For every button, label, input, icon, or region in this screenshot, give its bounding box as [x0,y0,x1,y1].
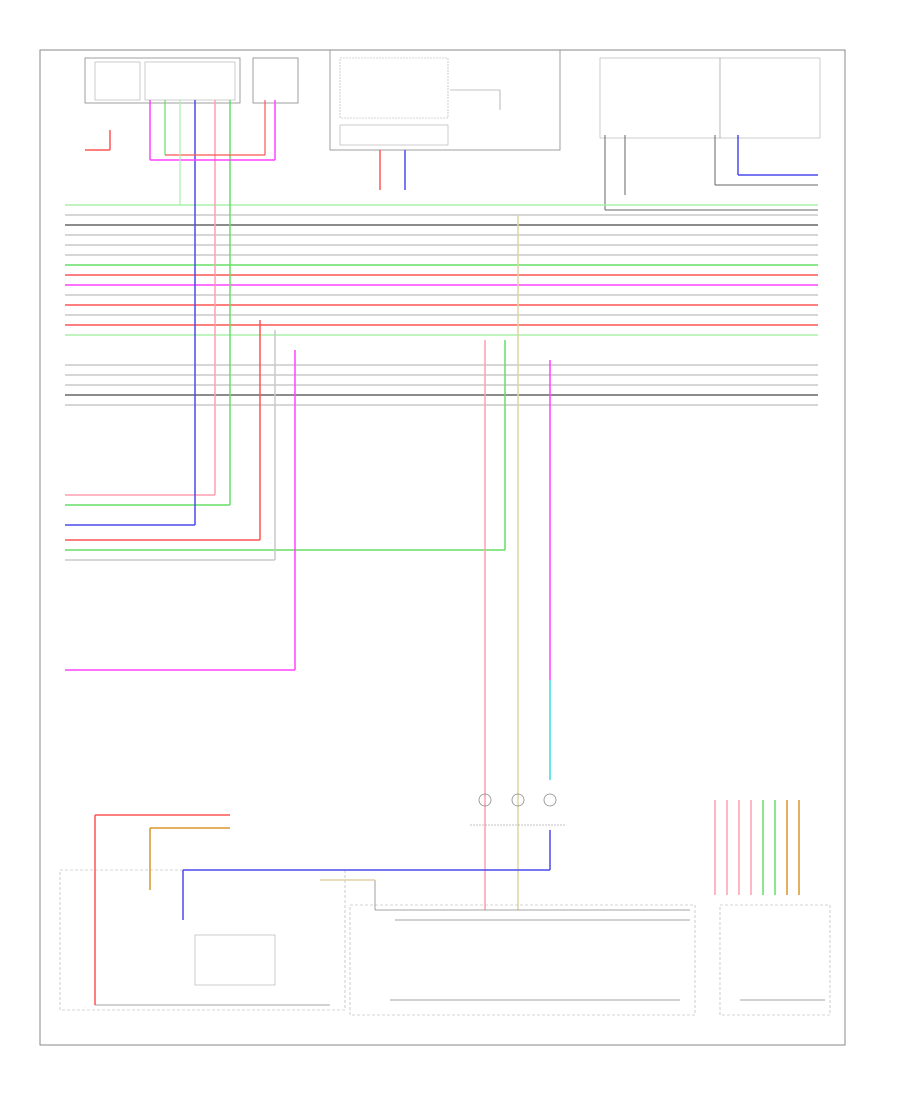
top-left-component-2 [252,57,299,104]
bottom-center-switch-box [320,879,696,1016]
top-right-switch-group [599,57,821,211]
diagram-frame [39,49,846,1046]
left-side-wires [65,494,505,671]
top-center-module [329,49,561,151]
bottom-left-switch-box [59,814,550,1011]
top-left-component [84,57,241,104]
vertical-wires [85,100,551,910]
bottom-right-connector [714,800,831,1016]
center-connectors [470,793,565,826]
horizontal-bus-wires [65,204,818,406]
